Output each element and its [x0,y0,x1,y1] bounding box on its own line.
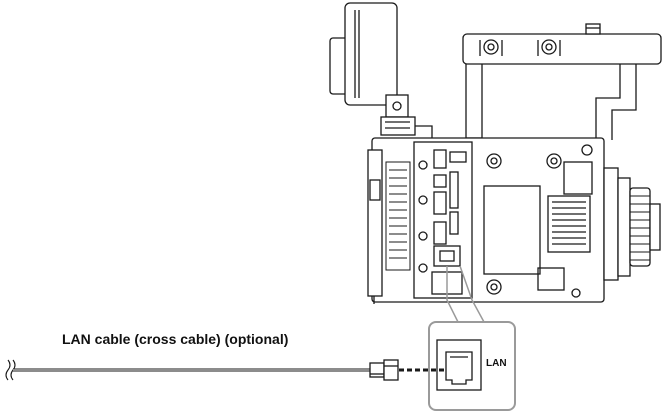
camera-body [367,137,605,304]
camera-top-handle [462,23,662,140]
cable-break-mark [5,359,11,381]
camera-lcd-monitor [329,2,433,140]
lan-cable [5,359,446,381]
camera-lens-mount [603,167,661,281]
callout-leader [446,265,485,323]
lan-cable-label: LAN cable (cross cable) (optional) [62,331,289,347]
rj45-plug-icon [369,359,399,381]
lan-port-label: LAN [486,358,507,369]
lan-port-callout [428,321,516,411]
lan-port-icon [445,351,473,385]
